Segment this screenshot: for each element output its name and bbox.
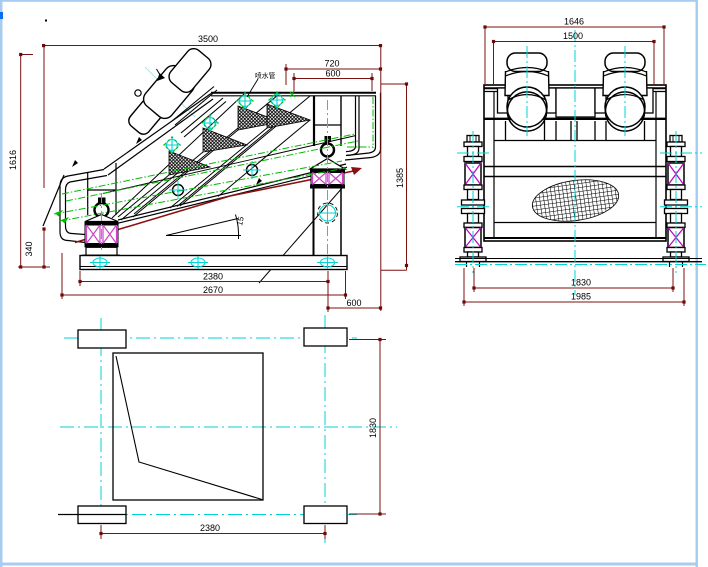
svg-text:1500: 1500 <box>563 31 583 41</box>
svg-text:喷水管: 喷水管 <box>255 71 276 80</box>
svg-text:1830: 1830 <box>571 278 591 288</box>
svg-text:1385: 1385 <box>395 168 405 188</box>
svg-text:600: 600 <box>346 298 361 308</box>
svg-text:15: 15 <box>235 215 246 226</box>
svg-text:1985: 1985 <box>571 292 591 302</box>
svg-text:1616: 1616 <box>8 150 18 170</box>
svg-text:2380: 2380 <box>203 272 223 282</box>
svg-text:720: 720 <box>324 59 339 69</box>
svg-text:2380: 2380 <box>200 523 220 533</box>
svg-text:1646: 1646 <box>564 17 584 27</box>
svg-text:3500: 3500 <box>198 34 218 44</box>
svg-text:1830: 1830 <box>368 418 378 438</box>
svg-text:600: 600 <box>325 69 340 79</box>
svg-text:2670: 2670 <box>203 285 223 295</box>
svg-text:340: 340 <box>24 241 34 256</box>
